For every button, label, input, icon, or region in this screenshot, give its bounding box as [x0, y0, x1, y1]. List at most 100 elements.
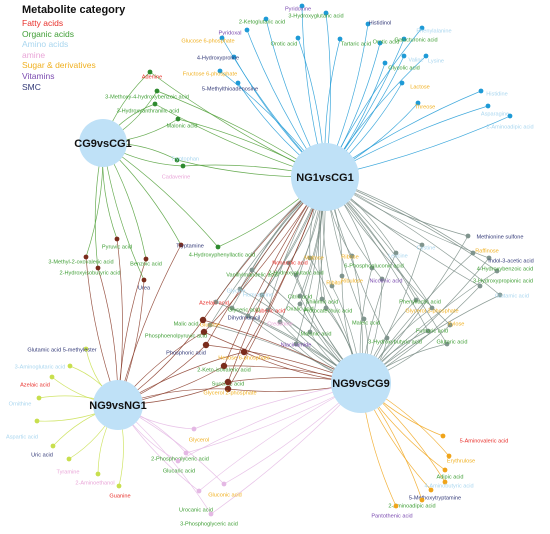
metabolite-node-3-hydroxyglutaric-acid[interactable]	[323, 10, 329, 16]
metabolite-node-2-keto-isovaleric-acid[interactable]	[220, 362, 228, 370]
metabolite-node-4-hydroxyproline[interactable]	[231, 54, 237, 60]
metabolite-node-fructose-6-phosphate[interactable]	[217, 68, 223, 74]
metabolite-node-shikimic-acid[interactable]	[319, 296, 325, 302]
metabolite-node-tartaric-acid[interactable]	[337, 36, 343, 42]
metabolite-node-nicotinic-acid[interactable]	[379, 276, 385, 282]
metabolite-node-tyramine[interactable]	[66, 456, 72, 462]
metabolite-node-2-hydroxyisobutyric-acid[interactable]	[95, 265, 101, 271]
metabolite-node-urea[interactable]	[141, 277, 147, 283]
metabolite-node-raffinose[interactable]	[470, 250, 476, 256]
metabolite-node-malic-acid[interactable]	[199, 316, 207, 324]
metabolite-node-2-ketoglutaric-acid[interactable]	[263, 16, 269, 22]
metabolite-node-methionine-sulfone[interactable]	[465, 233, 471, 239]
metabolite-node-4-hydroxybenzoic-acid[interactable]	[494, 268, 500, 274]
metabolite-node-cystine[interactable]	[419, 242, 425, 248]
metabolite-node-glycerol[interactable]	[191, 426, 197, 432]
metabolite-node-3-methyl-2-oxovaleric-acid[interactable]	[83, 254, 89, 260]
metabolite-node-orotic-acid[interactable]	[377, 40, 383, 46]
metabolite-node-2-aminoadipic-acid[interactable]	[419, 497, 425, 503]
metabolite-node-malonic-acid[interactable]	[175, 116, 181, 122]
metabolite-node-cadaverine[interactable]	[180, 163, 186, 169]
metabolite-node-glycerol-2-phosphate[interactable]	[224, 378, 232, 386]
metabolite-node-leucine[interactable]	[393, 250, 399, 256]
metabolite-node-hexose-6-phosphate[interactable]	[240, 348, 248, 356]
hub-node-ng9vsng1[interactable]	[93, 380, 143, 430]
metabolite-node-glycine[interactable]	[237, 286, 243, 292]
metabolite-node-vanillylmandelic-acid[interactable]	[249, 267, 255, 273]
metabolite-node-3-hydroxybutyric-acid[interactable]	[384, 335, 390, 341]
metabolite-node-5-methylthioadenosine[interactable]	[235, 80, 241, 86]
metabolite-node-3-hydroxypropionic-acid[interactable]	[477, 283, 483, 289]
metabolite-node-phosphoenolpyruvic-acid[interactable]	[200, 328, 208, 336]
metabolite-node-ribose[interactable]	[349, 253, 355, 259]
metabolite-node-2-phosphoglyceric-acid[interactable]	[183, 450, 189, 456]
metabolite-node-citric-acid[interactable]	[297, 293, 303, 299]
metabolite-node-glucose-6-phosphate[interactable]	[219, 35, 225, 41]
metabolite-node-glycolic-acid[interactable]	[382, 60, 388, 66]
metabolite-node-maleic-acid[interactable]	[361, 316, 367, 322]
metabolite-node-4-hydroxyphenyllactic-acid[interactable]	[215, 244, 221, 250]
metabolite-node-gluconic-acid[interactable]	[221, 481, 227, 487]
metabolite-node-glucaric-acid[interactable]	[175, 458, 181, 464]
metabolite-node-uric-acid[interactable]	[50, 443, 56, 449]
metabolite-node-creatinine[interactable]	[277, 319, 283, 325]
hub-node-cg9vscg1[interactable]	[79, 119, 127, 167]
metabolite-node-3-phosphoglyceric-acid[interactable]	[208, 511, 214, 517]
metabolite-node-protocatechuic-acid[interactable]	[323, 305, 329, 311]
metabolite-node-glycerol-3-phosphate[interactable]	[429, 305, 435, 311]
metabolite-node-2-hydroxyglutaric-acid[interactable]	[293, 272, 299, 278]
metabolite-node-suberic-acid[interactable]	[265, 307, 271, 313]
metabolite-node-lactose[interactable]	[399, 80, 405, 86]
metabolite-node-3-methoxy-4-hydroxybenzoic-acid[interactable]	[154, 88, 160, 94]
metabolite-node-phenyllactic-acid[interactable]	[413, 297, 419, 303]
metabolite-node-niacinamide[interactable]	[293, 341, 299, 347]
metabolite-node-glyceric-acid[interactable]	[229, 305, 235, 311]
metabolite-node-xylose[interactable]	[447, 322, 453, 328]
metabolite-node-ornithine[interactable]	[36, 395, 42, 401]
metabolite-node-5-methoxytryptamine[interactable]	[428, 487, 434, 493]
metabolite-node-galacturonic-acid[interactable]	[401, 36, 407, 42]
metabolite-node-azelaic-acid[interactable]	[213, 299, 219, 305]
metabolite-node-oxalic-acid[interactable]	[297, 301, 303, 307]
metabolite-node-urocanic-acid[interactable]	[196, 488, 202, 494]
metabolite-node-glutamic-acid-5-methylester[interactable]	[83, 346, 89, 352]
metabolite-node-6-phosphogluconic-acid[interactable]	[369, 265, 375, 271]
metabolite-node-benzoic-acid[interactable]	[143, 256, 149, 262]
metabolite-node-adipic-acid[interactable]	[442, 467, 448, 473]
metabolite-node-3-aminoglutaric-acid[interactable]	[67, 363, 73, 369]
metabolite-node-histidinol[interactable]	[365, 21, 371, 27]
metabolite-node-3-hydroxyanthranilic-acid[interactable]	[152, 101, 158, 107]
metabolite-node-orotic-acid[interactable]	[295, 35, 301, 41]
metabolite-node-dihydrouracil[interactable]	[245, 313, 251, 319]
metabolite-node-phenylalanine[interactable]	[419, 25, 425, 31]
metabolite-node-5-aminovaleric-acid[interactable]	[440, 433, 446, 439]
metabolite-node-adenine[interactable]	[147, 69, 153, 75]
metabolite-node-ribulose[interactable]	[339, 273, 345, 279]
metabolite-node-azelaic-acid[interactable]	[49, 374, 55, 380]
metabolite-node-2-aminoethanol[interactable]	[95, 471, 101, 477]
metabolite-node-homoserine[interactable]	[259, 292, 265, 298]
metabolite-node-pyridoxine[interactable]	[299, 3, 305, 9]
metabolite-node-pyruvic-acid[interactable]	[114, 236, 120, 242]
hub-node-ng9vscg9[interactable]	[331, 353, 391, 413]
metabolite-node-aspartic-acid[interactable]	[34, 418, 40, 424]
metabolite-node-tryptophan[interactable]	[174, 157, 180, 163]
metabolite-node-indol-3-acetic-acid[interactable]	[486, 255, 492, 261]
metabolite-node-erythrulose[interactable]	[446, 453, 452, 459]
metabolite-node-2-aminoadipic-acid[interactable]	[507, 113, 513, 119]
hub-node-ng1vscg1[interactable]	[291, 143, 359, 211]
metabolite-node-4-aminobutyric-acid[interactable]	[442, 479, 448, 485]
metabolite-node-fumaric-acid[interactable]	[425, 328, 431, 334]
metabolite-node-glucose[interactable]	[207, 322, 213, 328]
metabolite-node-malonic-acid[interactable]	[307, 329, 313, 335]
metabolite-node-pantothenic-acid[interactable]	[393, 503, 399, 509]
metabolite-node-phosphoric-acid[interactable]	[202, 341, 210, 349]
metabolite-node-pyridoxal[interactable]	[244, 27, 250, 33]
metabolite-node-guanine[interactable]	[116, 483, 122, 489]
metabolite-node-lysine[interactable]	[423, 53, 429, 59]
metabolite-node-threose[interactable]	[415, 100, 421, 106]
metabolite-node-histidine[interactable]	[478, 88, 484, 94]
metabolite-node-glutaric-acid[interactable]	[444, 341, 450, 347]
metabolite-node-nonanoic-acid[interactable]	[286, 260, 292, 266]
metabolite-node-glutamic-acid[interactable]	[497, 292, 503, 298]
